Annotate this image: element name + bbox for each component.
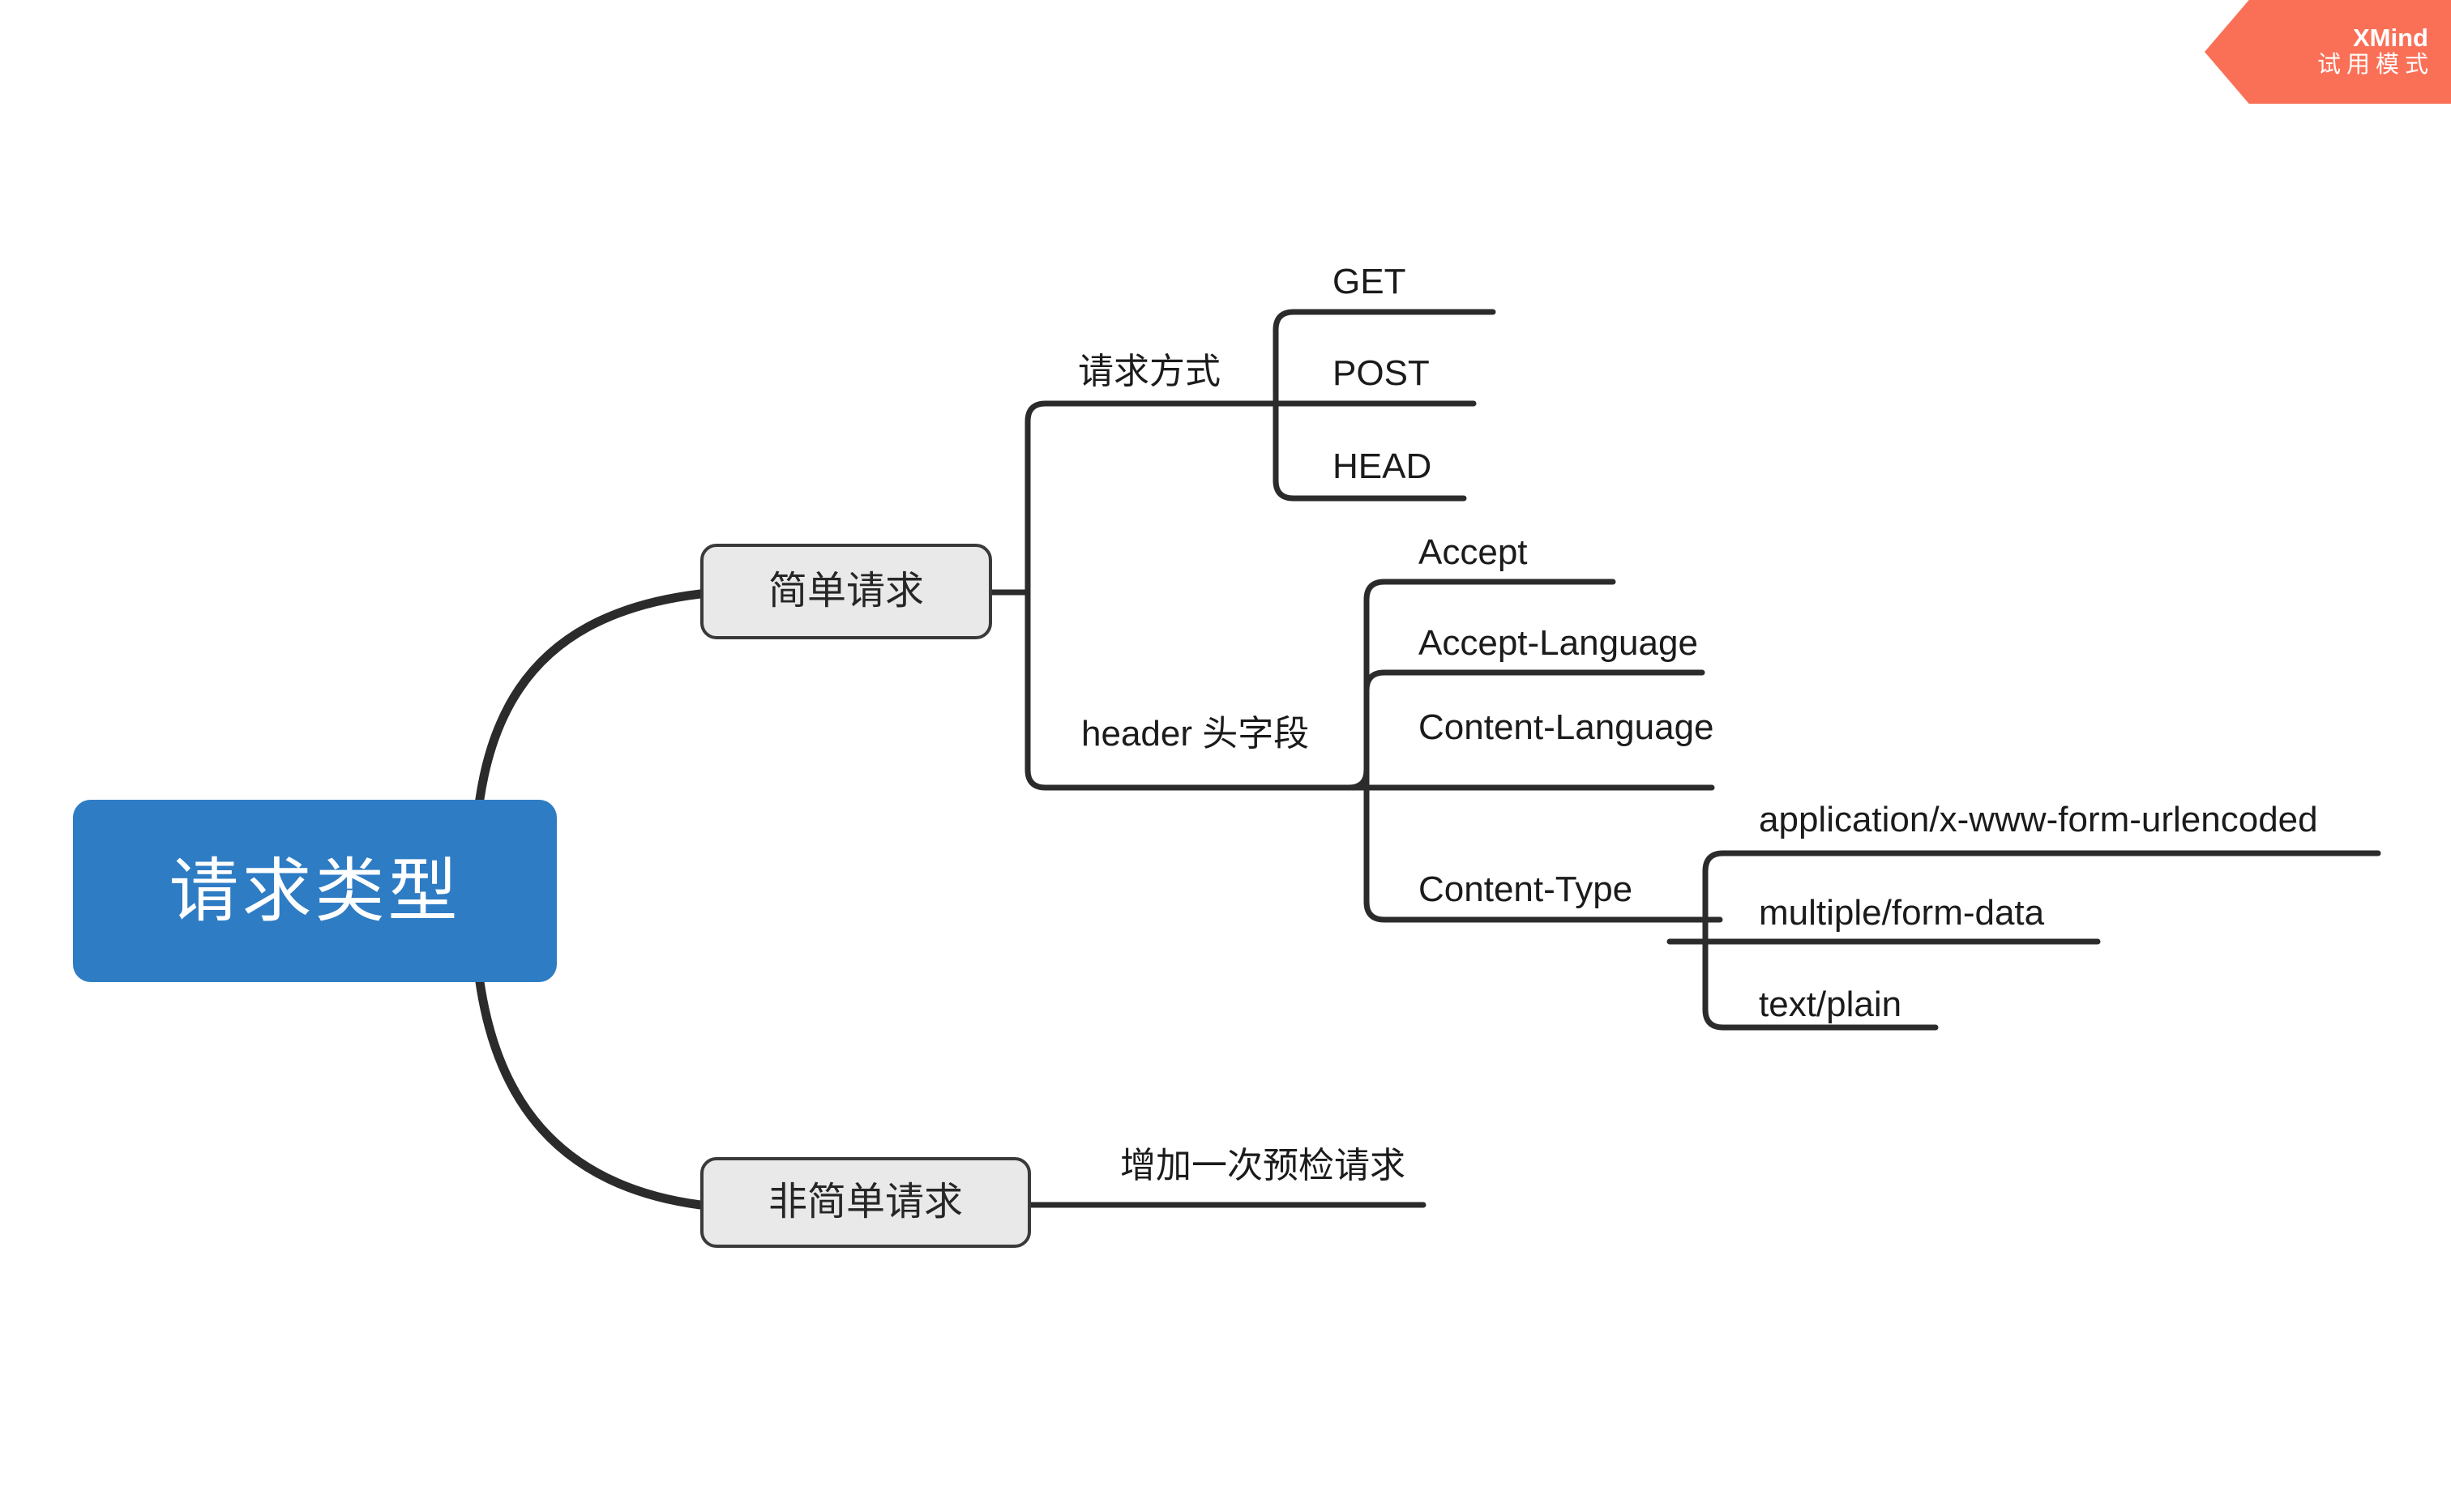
topic-method-head[interactable]: HEAD (1332, 446, 1432, 486)
topic-non-simple-request[interactable]: 非简单请求 (700, 1157, 1031, 1248)
topic-content-type-text-plain[interactable]: text/plain (1759, 985, 1902, 1024)
wire-simple-spine (1024, 400, 1086, 791)
topic-content-type-form-data[interactable]: multiple/form-data (1759, 893, 2045, 933)
topic-header-fields[interactable]: header 头字段 (1081, 714, 1310, 754)
topic-request-method[interactable]: 请求方式 (1078, 352, 1221, 391)
topic-content-type-urlencoded[interactable]: application/x-www-form-urlencoded (1759, 800, 2318, 839)
topic-method-post[interactable]: POST (1332, 353, 1430, 393)
topic-preflight-request[interactable]: 增加一次预检请求 (1120, 1146, 1405, 1185)
topic-simple-request-label: 简单请求 (768, 570, 924, 613)
topic-header-accept[interactable]: Accept (1418, 532, 1528, 572)
topic-method-get[interactable]: GET (1332, 262, 1406, 301)
topic-header-accept-language[interactable]: Accept-Language (1418, 623, 1698, 663)
root-topic-label: 请求类型 (169, 852, 461, 930)
topic-simple-request[interactable]: 简单请求 (700, 544, 992, 639)
topic-non-simple-request-label: 非简单请求 (768, 1181, 963, 1224)
xmind-brand-label: XMind (2353, 23, 2428, 53)
root-topic[interactable]: 请求类型 (73, 800, 557, 982)
topic-header-content-type[interactable]: Content-Type (1418, 869, 1633, 909)
topic-header-content-language[interactable]: Content-Language (1418, 707, 1714, 747)
xmind-trial-mode-label: 试用模式 (2316, 51, 2434, 78)
xmind-trial-badge: XMind 试用模式 (2205, 0, 2451, 104)
